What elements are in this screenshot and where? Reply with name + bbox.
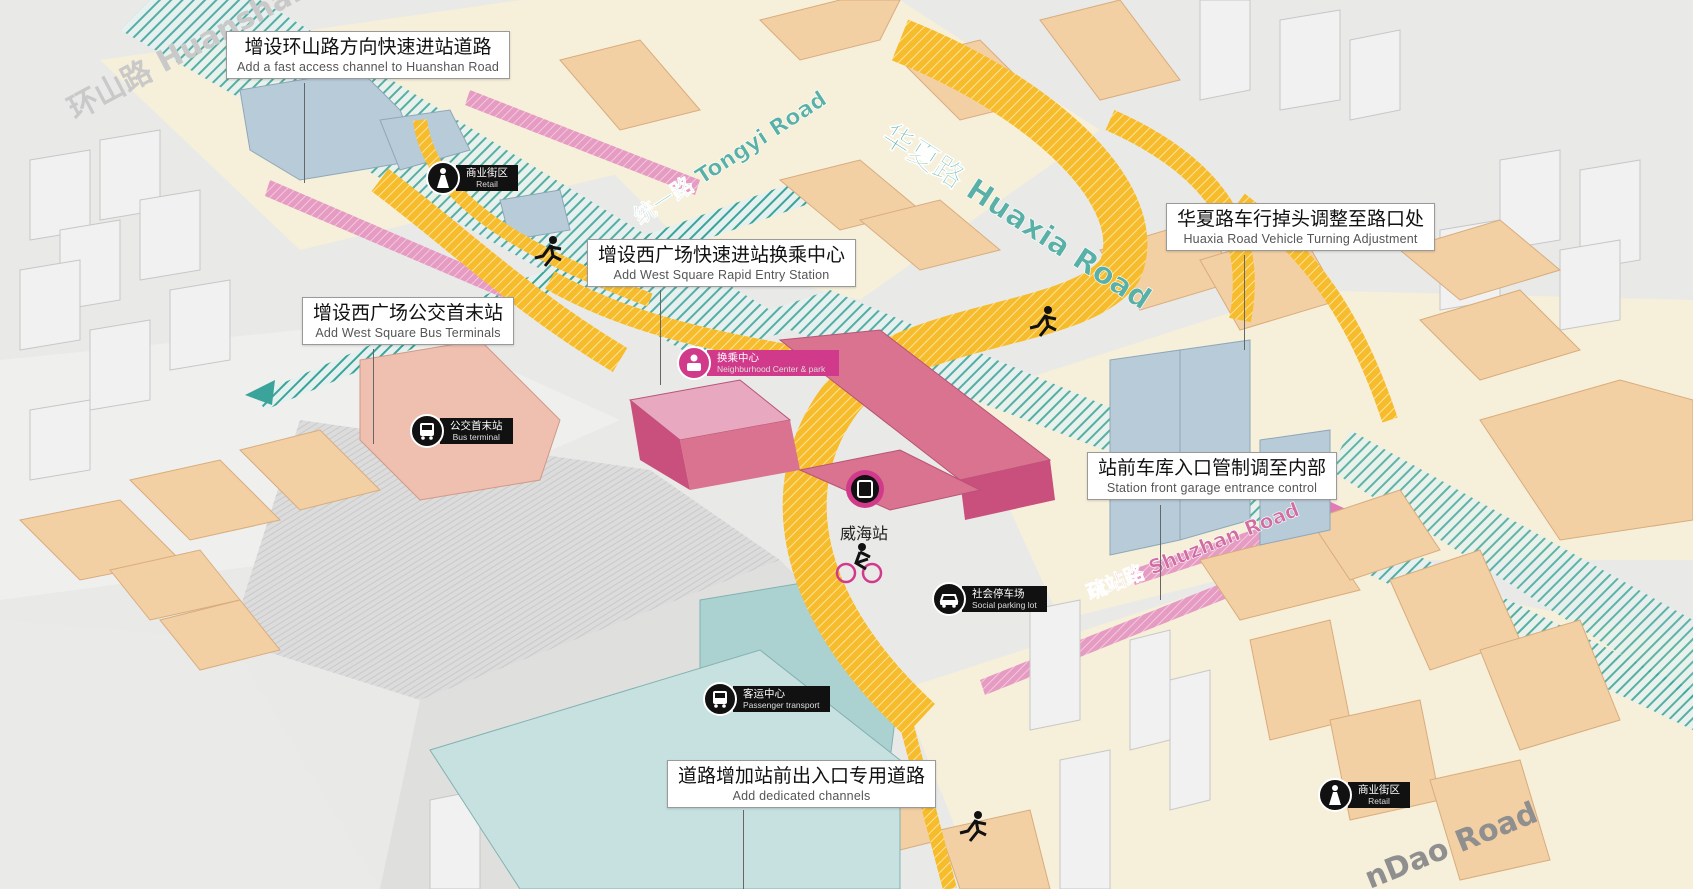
poi-sublabel: Bus terminal bbox=[452, 432, 500, 442]
bus-icon bbox=[410, 414, 444, 448]
poi-sublabel: Retail bbox=[1368, 796, 1390, 806]
runner-icon bbox=[959, 811, 987, 842]
poi-sublabel: Social parking lot bbox=[972, 600, 1037, 610]
runner-icon bbox=[534, 236, 562, 267]
callout-title: 增设环山路方向快速进站道路 bbox=[244, 36, 492, 58]
station-marker[interactable] bbox=[846, 470, 884, 508]
callout-subtitle: Add West Square Rapid Entry Station bbox=[613, 268, 830, 282]
transfer-center-icon bbox=[677, 346, 711, 380]
poi-sublabel: Passenger transport bbox=[743, 700, 820, 710]
callout-title: 道路增加站前出入口专用道路 bbox=[678, 765, 926, 787]
poi-label: 公交首末站 bbox=[450, 420, 503, 432]
callout-garage-entrance: 站前车库入口管制调至内部 Station front garage entran… bbox=[1087, 452, 1338, 500]
callout-huaxia-turning: 华夏路车行掉头调整至路口处 Huaxia Road Vehicle Turnin… bbox=[1166, 203, 1436, 251]
callout-title: 华夏路车行掉头调整至路口处 bbox=[1177, 208, 1425, 230]
poi-sublabel: Retail bbox=[476, 179, 498, 189]
runner-icon bbox=[1029, 306, 1057, 337]
callout-subtitle: Add dedicated channels bbox=[732, 789, 871, 803]
station-name: 威海站 bbox=[840, 524, 889, 543]
callout-huanshan-access: 增设环山路方向快速进站道路 Add a fast access channel … bbox=[226, 31, 511, 79]
poi-label: 商业街区 bbox=[466, 167, 508, 179]
callout-leader bbox=[1160, 505, 1161, 600]
bus-icon bbox=[703, 682, 737, 716]
callout-title: 增设西广场快速进站换乘中心 bbox=[598, 244, 846, 266]
callout-subtitle: Add West Square Bus Terminals bbox=[315, 326, 501, 340]
callout-leader bbox=[743, 810, 744, 889]
retail-icon bbox=[1318, 778, 1352, 812]
poi-label: 社会停车场 bbox=[972, 588, 1025, 600]
train-icon bbox=[851, 475, 879, 503]
callout-subtitle: Add a fast access channel to Huanshan Ro… bbox=[237, 60, 500, 74]
callout-leader bbox=[373, 349, 374, 444]
callout-west-square-bus: 增设西广场公交首末站 Add West Square Bus Terminals bbox=[302, 297, 515, 345]
callout-leader bbox=[660, 290, 661, 385]
callout-title: 站前车库入口管制调至内部 bbox=[1098, 457, 1327, 479]
poi-sublabel: Neighburhood Center & park bbox=[717, 364, 826, 374]
callout-leader bbox=[1244, 255, 1245, 350]
retail-icon bbox=[426, 161, 460, 195]
callout-west-square-station: 增设西广场快速进站换乘中心 Add West Square Rapid Entr… bbox=[587, 239, 857, 287]
station-building bbox=[628, 329, 1055, 520]
car-icon bbox=[932, 582, 966, 616]
cyclist-icon bbox=[835, 543, 883, 584]
poi-label: 商业街区 bbox=[1358, 784, 1400, 796]
poi-label: 客运中心 bbox=[743, 688, 785, 700]
callout-dedicated-channels: 道路增加站前出入口专用道路 Add dedicated channels bbox=[667, 760, 937, 808]
callout-leader bbox=[304, 83, 305, 183]
callout-title: 增设西广场公交首末站 bbox=[313, 302, 504, 324]
callout-subtitle: Station front garage entrance control bbox=[1106, 481, 1318, 495]
callout-subtitle: Huaxia Road Vehicle Turning Adjustment bbox=[1183, 232, 1418, 246]
poi-label: 换乘中心 bbox=[717, 352, 759, 364]
